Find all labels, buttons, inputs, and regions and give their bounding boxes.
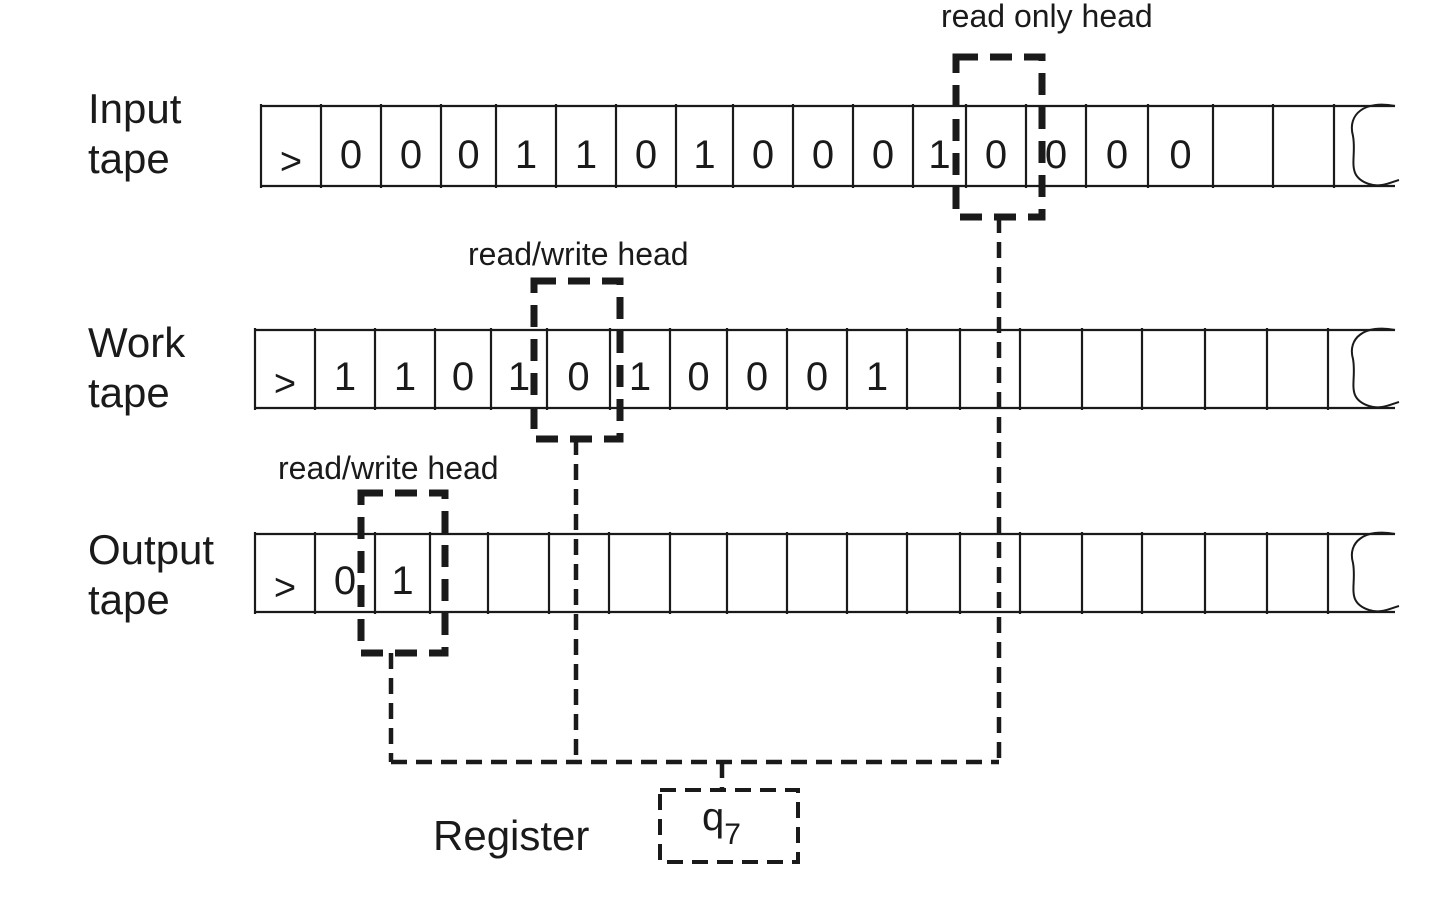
output-tape-label-line2: tape bbox=[88, 576, 170, 623]
input-tape-cell-symbol: 1 bbox=[515, 133, 537, 177]
output-tape-torn-end bbox=[1350, 531, 1400, 613]
register-label: Register bbox=[433, 812, 590, 859]
input-tape-cell-symbol: 0 bbox=[457, 133, 479, 177]
work-tape-torn-end bbox=[1350, 327, 1400, 409]
work-tape-cell-symbol: 0 bbox=[687, 355, 709, 399]
input-tape-cell-symbol: 1 bbox=[928, 133, 950, 177]
input-head-label: read only head bbox=[941, 0, 1153, 34]
input-tape-cell-symbol: 1 bbox=[693, 133, 715, 177]
output-tape-cell-symbol: 0 bbox=[334, 559, 356, 603]
work-tape-cell-symbol: 1 bbox=[866, 355, 888, 399]
input-tape-cell-symbol: 0 bbox=[340, 133, 362, 177]
output-tape-label-line1: Output bbox=[88, 526, 215, 573]
input-tape-cell-symbol: 0 bbox=[812, 133, 834, 177]
input-tape-cell-symbol: 0 bbox=[872, 133, 894, 177]
output-head bbox=[357, 489, 449, 657]
output-head-label: read/write head bbox=[278, 450, 499, 486]
work-tape-label-line2: tape bbox=[88, 369, 170, 416]
input-tape-cell-symbol: 0 bbox=[1045, 133, 1067, 177]
register-state: q7 bbox=[702, 795, 741, 851]
work-tape-cell-symbol: 0 bbox=[567, 355, 589, 399]
work-tape-cell-symbol: 0 bbox=[452, 355, 474, 399]
work-tape-cell-symbol: 1 bbox=[334, 355, 356, 399]
work-tape-cell-symbol: 1 bbox=[629, 355, 651, 399]
input-tape-cell-symbol: 1 bbox=[575, 133, 597, 177]
input-tape-cell-symbol: 0 bbox=[1106, 133, 1128, 177]
work-tape-cell-symbol: 1 bbox=[508, 355, 530, 399]
output-tape-start-marker: > bbox=[274, 567, 296, 609]
register-box bbox=[658, 788, 800, 864]
register-state-subscript: 7 bbox=[724, 818, 741, 851]
work-tape-cell-symbol: 0 bbox=[806, 355, 828, 399]
work-tape-start-marker: > bbox=[274, 363, 296, 405]
work-tape-cell-symbol: 1 bbox=[394, 355, 416, 399]
output-tape-cell-symbol: 1 bbox=[391, 559, 413, 603]
work-tape-cell-symbol: 0 bbox=[746, 355, 768, 399]
input-tape-torn-end bbox=[1350, 103, 1400, 187]
input-tape-cell-symbol: 0 bbox=[635, 133, 657, 177]
work-tape-label-line1: Work bbox=[88, 319, 186, 366]
work-head-label: read/write head bbox=[468, 236, 689, 272]
input-tape-label-line1: Input bbox=[88, 85, 182, 132]
input-tape-start-marker: > bbox=[280, 141, 302, 183]
input-tape-cell-symbol: 0 bbox=[400, 133, 422, 177]
input-tape-label-line2: tape bbox=[88, 135, 170, 182]
input-tape-cell-symbol: 0 bbox=[985, 133, 1007, 177]
input-tape-cell-symbol: 0 bbox=[752, 133, 774, 177]
input-tape-cell-symbol: 0 bbox=[1169, 133, 1191, 177]
